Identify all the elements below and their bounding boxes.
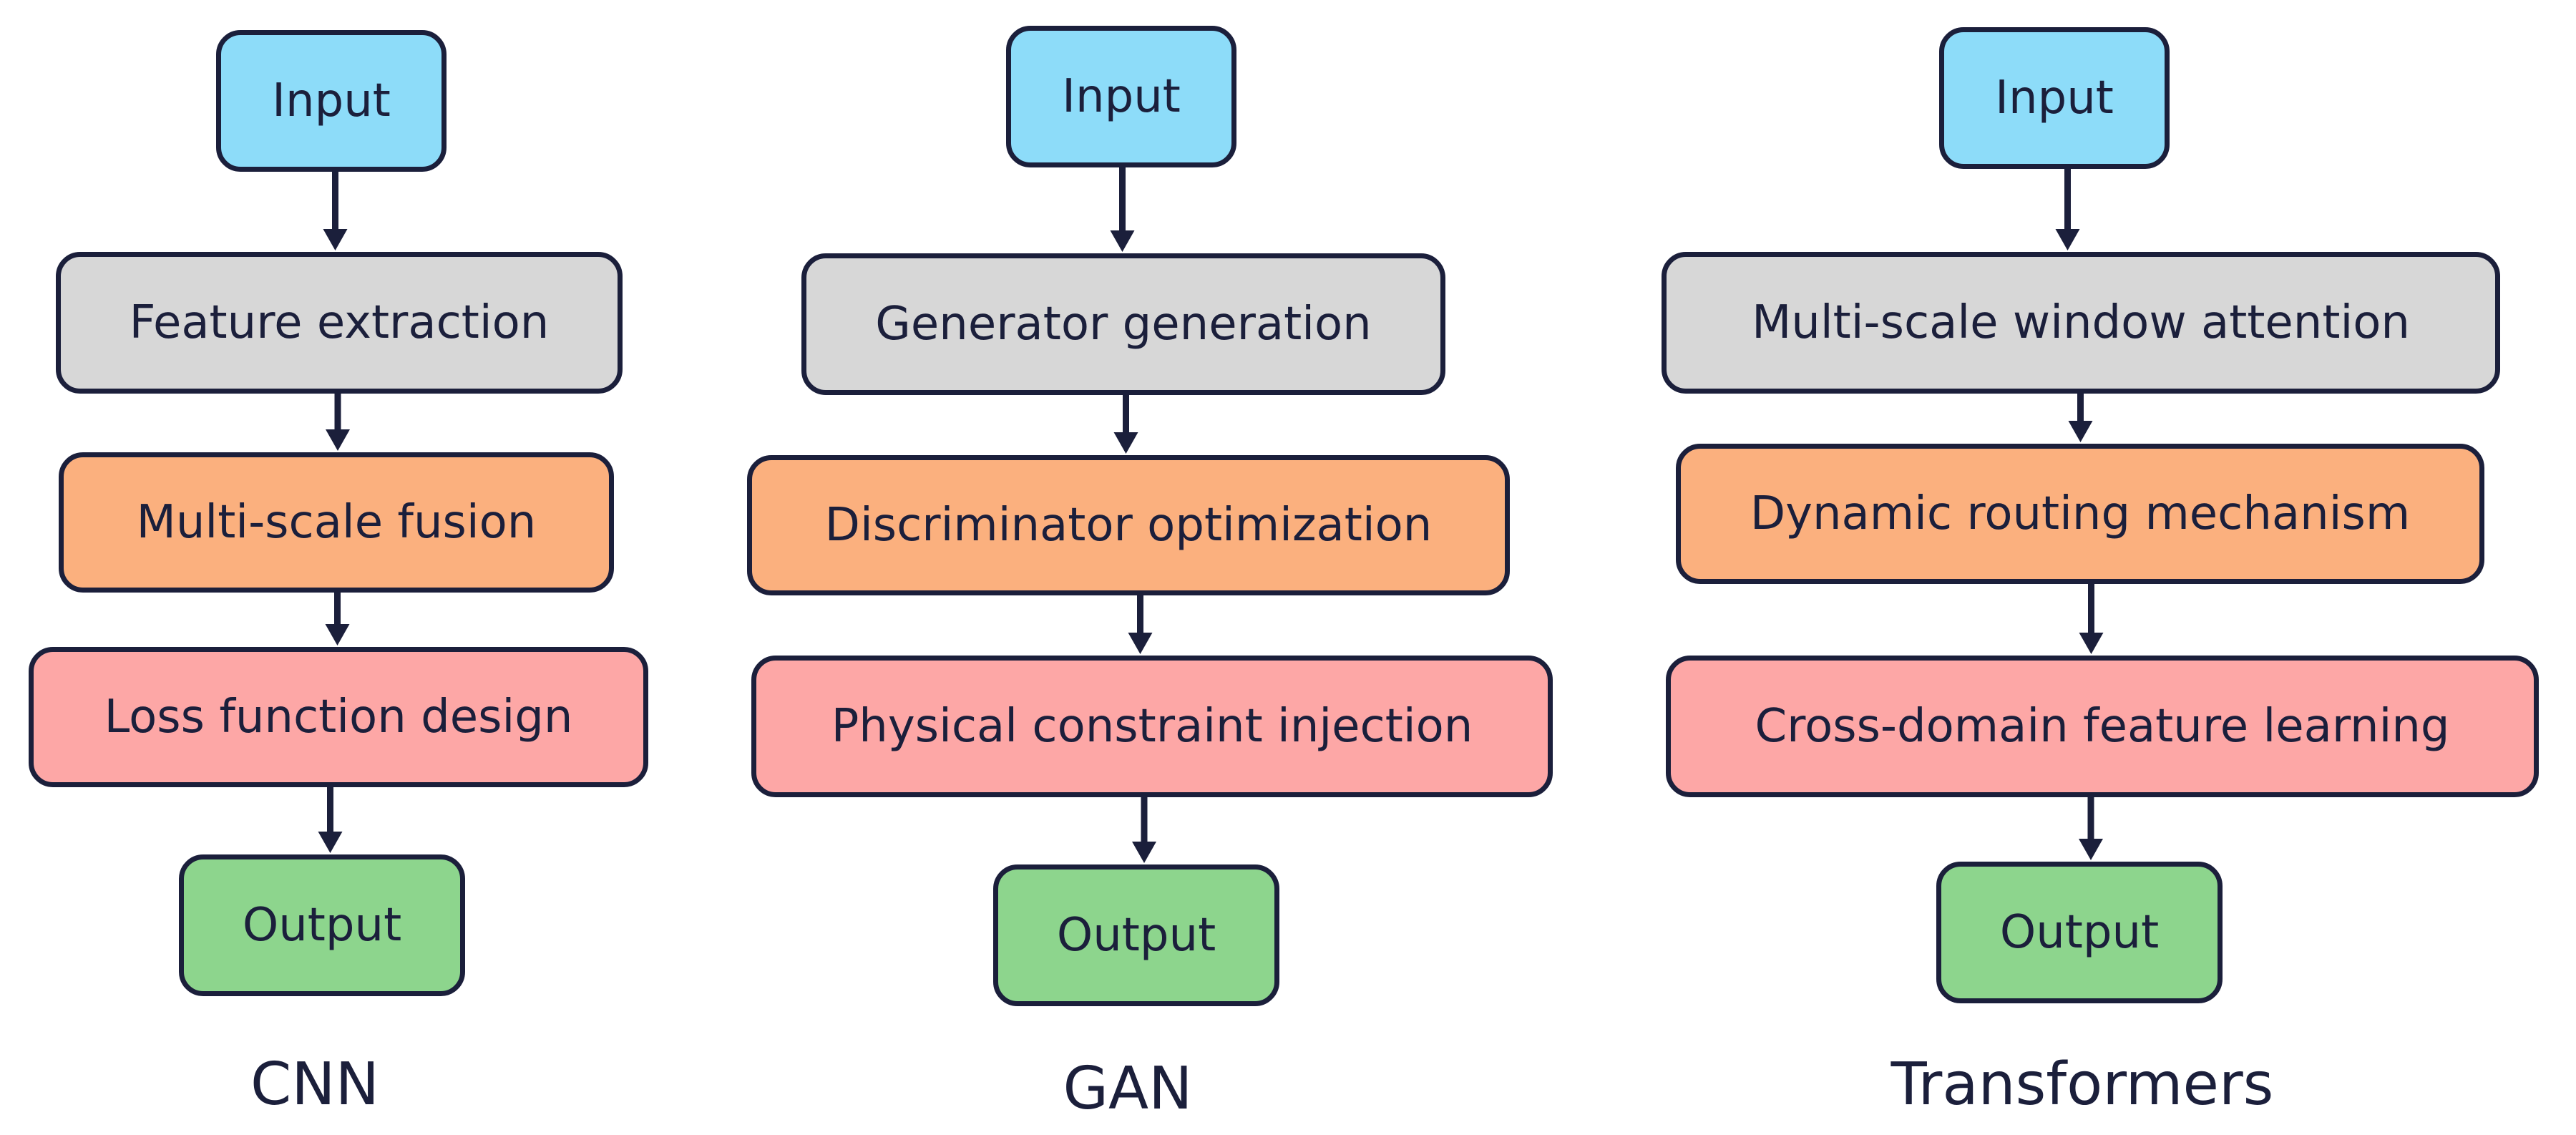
cnn-input-node: Input <box>216 30 447 172</box>
transformers-arrow-2 <box>2068 394 2093 442</box>
cnn-output-node: Output <box>179 854 465 996</box>
gan-discriminator-node: Discriminator optimization <box>747 455 1510 595</box>
gan-arrow-4 <box>1132 797 1156 863</box>
transformers-cross-domain-node: Cross-domain feature learning <box>1666 656 2539 797</box>
gan-column-label: GAN <box>1063 1055 1193 1123</box>
transformers-input-node: Input <box>1939 27 2170 169</box>
transformers-output-node: Output <box>1936 862 2223 1003</box>
transformers-column-label: Transformers <box>1890 1051 2274 1119</box>
transformers-dynamic-routing-node: Dynamic routing mechanism <box>1676 444 2484 584</box>
gan-output-node: Output <box>993 864 1279 1006</box>
transformers-arrow-1 <box>2055 169 2080 250</box>
cnn-loss-function-node: Loss function design <box>29 647 648 787</box>
cnn-multi-scale-fusion-node: Multi-scale fusion <box>59 452 614 593</box>
cnn-arrow-2 <box>326 394 350 451</box>
cnn-arrow-1 <box>323 172 348 250</box>
cnn-arrow-4 <box>318 787 343 853</box>
transformers-window-attention-node: Multi-scale window attention <box>1662 252 2500 394</box>
transformers-arrow-4 <box>2079 797 2103 860</box>
cnn-column-label: CNN <box>250 1051 379 1119</box>
cnn-feature-extraction-node: Feature extraction <box>56 252 623 394</box>
cnn-arrow-3 <box>325 593 350 646</box>
gan-physical-constraint-node: Physical constraint injection <box>751 656 1553 797</box>
gan-arrow-2 <box>1113 395 1138 454</box>
gan-generator-node: Generator generation <box>801 253 1445 395</box>
gan-arrow-3 <box>1128 595 1153 654</box>
gan-arrow-1 <box>1110 167 1135 252</box>
transformers-arrow-3 <box>2079 584 2104 654</box>
gan-input-node: Input <box>1006 26 1236 167</box>
